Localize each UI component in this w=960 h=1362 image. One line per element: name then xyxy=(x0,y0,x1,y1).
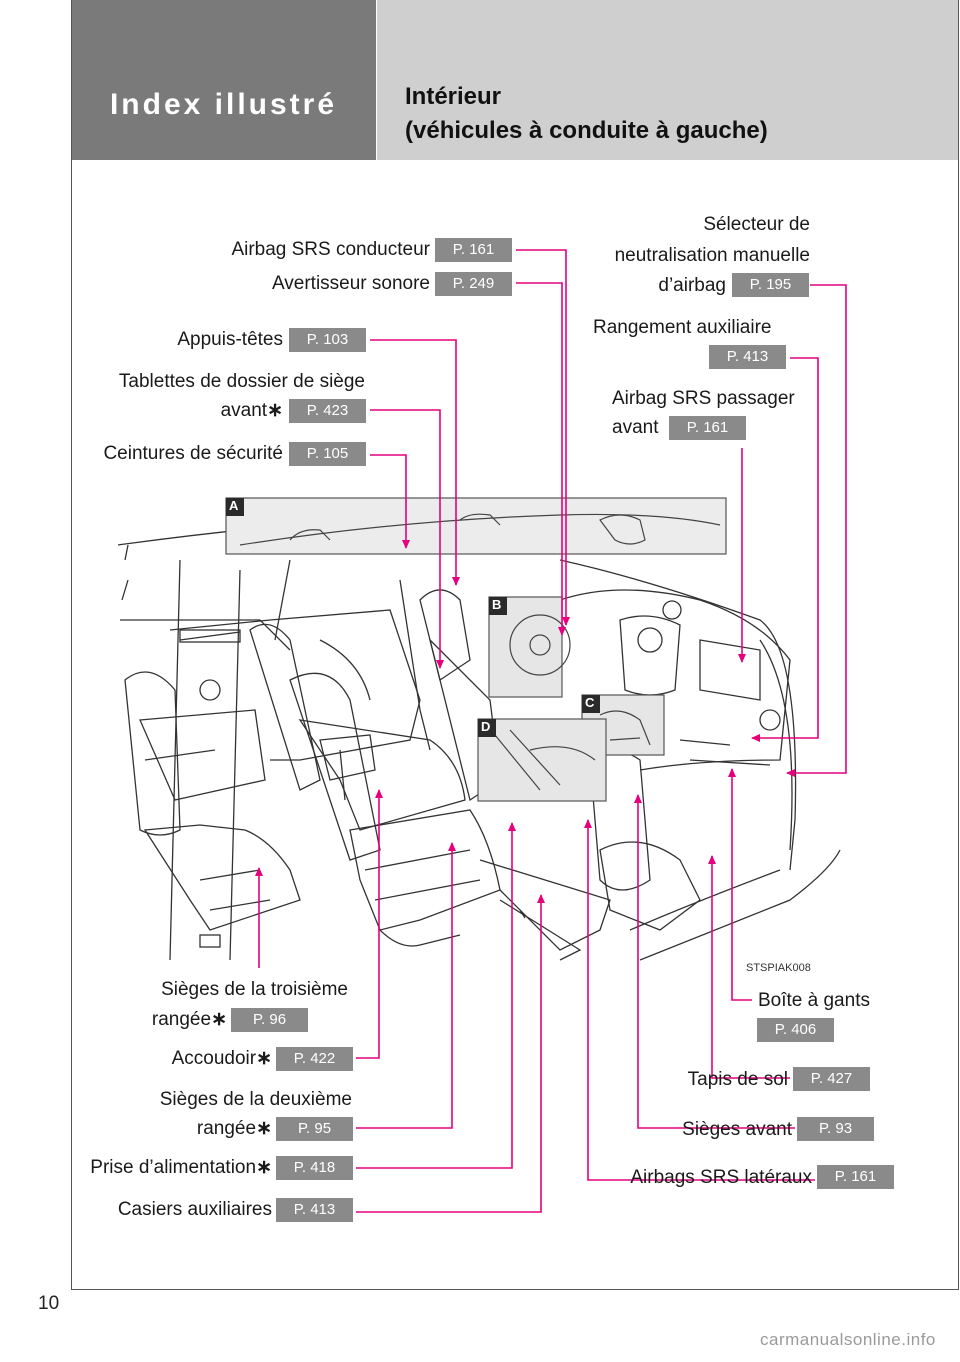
image-code: STSPIAK008 xyxy=(746,962,811,974)
leader-floor-mat xyxy=(708,855,790,1079)
label-horn: Avertisseur sonore xyxy=(271,273,430,294)
page-title-line2: (véhicules à conduite à gauche) xyxy=(405,117,768,144)
leader-lines xyxy=(255,249,847,1213)
label-second-row-1: Sièges de la deuxième xyxy=(159,1089,352,1110)
label-aux-boxes: Casiers auxiliaires xyxy=(117,1199,272,1220)
label-front-seats: Sièges avant xyxy=(682,1119,792,1140)
page-floor-mat[interactable]: P. 427 xyxy=(793,1067,870,1091)
inset-d-letter: D xyxy=(481,719,491,734)
page-third-row[interactable]: P. 96 xyxy=(231,1008,308,1032)
leader-aux-storage-front xyxy=(751,357,819,742)
page-seatback-tables[interactable]: P. 423 xyxy=(289,399,366,423)
watermark: carmanualsonline.info xyxy=(760,1330,936,1349)
inset-a xyxy=(225,497,727,555)
page-aux-boxes[interactable]: P. 413 xyxy=(276,1198,353,1222)
label-aux-storage-front: Rangement auxiliaire xyxy=(593,317,772,338)
inset-d xyxy=(477,718,607,802)
page-frame xyxy=(71,0,959,1290)
inset-b xyxy=(488,596,571,698)
page-title: Intérieur (véhicules à conduite à gauche… xyxy=(405,80,768,148)
page-armrest[interactable]: P. 422 xyxy=(276,1047,353,1071)
leader-side-airbags xyxy=(584,819,815,1181)
inset-c-letter: C xyxy=(585,695,595,710)
page-title-line1: Intérieur xyxy=(405,83,502,110)
label-airbag-passenger-2: avant xyxy=(612,417,659,438)
label-headrests: Appuis-têtes xyxy=(177,329,283,350)
inset-a-letter: A xyxy=(229,498,239,513)
label-side-airbags: Airbags SRS latéraux xyxy=(630,1167,812,1188)
header-title-band xyxy=(377,0,959,160)
leader-horn xyxy=(516,282,566,636)
leader-seatback-tables xyxy=(370,409,444,669)
leader-second-row xyxy=(356,842,456,1129)
label-power-outlet: Prise d’alimentation∗ xyxy=(90,1157,272,1178)
inset-b-letter: B xyxy=(492,597,502,612)
label-airbag-cutoff-3: d’airbag xyxy=(658,275,726,296)
label-armrest: Accoudoir∗ xyxy=(171,1048,272,1069)
label-airbag-driver: Airbag SRS conducteur xyxy=(231,239,430,260)
label-airbag-cutoff-1: Sélecteur de xyxy=(703,214,810,235)
page-second-row[interactable]: P. 95 xyxy=(276,1117,353,1141)
label-airbag-passenger-1: Airbag SRS passager xyxy=(612,388,795,409)
label-seatbelts: Ceintures de sécurité xyxy=(103,443,283,464)
leader-armrest xyxy=(356,789,383,1059)
label-floor-mat: Tapis de sol xyxy=(687,1069,788,1090)
label-seatback-tables-2: avant∗ xyxy=(220,400,283,421)
page-glovebox[interactable]: P. 406 xyxy=(757,1018,834,1042)
page-seatbelts[interactable]: P. 105 xyxy=(289,442,366,466)
page-airbag-driver[interactable]: P. 161 xyxy=(435,238,512,262)
label-glovebox: Boîte à gants xyxy=(758,990,870,1011)
label-third-row-2: rangée∗ xyxy=(151,1009,227,1030)
leader-glovebox xyxy=(728,768,752,1001)
page-front-seats[interactable]: P. 93 xyxy=(797,1117,874,1141)
page-power-outlet[interactable]: P. 418 xyxy=(276,1156,353,1180)
leader-power-outlet xyxy=(356,822,516,1169)
page-horn[interactable]: P. 249 xyxy=(435,272,512,296)
label-second-row-2: rangée∗ xyxy=(196,1118,272,1139)
page-airbag-passenger[interactable]: P. 161 xyxy=(669,416,746,440)
label-airbag-cutoff-2: neutralisation manuelle xyxy=(614,245,810,266)
leader-front-seats xyxy=(634,794,795,1129)
page-number: 10 xyxy=(38,1293,60,1314)
section-title: Index illustré xyxy=(109,88,338,121)
leader-aux-boxes xyxy=(356,894,545,1213)
leader-headrests xyxy=(370,339,460,586)
label-seatback-tables-1: Tablettes de dossier de siège xyxy=(118,371,365,392)
leader-seatbelts xyxy=(370,454,410,549)
page-side-airbags[interactable]: P. 161 xyxy=(817,1165,894,1189)
header-section-band xyxy=(71,0,376,160)
page-airbag-cutoff[interactable]: P. 195 xyxy=(732,273,809,297)
leader-airbag-cutoff xyxy=(786,284,847,777)
label-third-row-1: Sièges de la troisième xyxy=(161,979,348,1000)
leader-airbag-driver xyxy=(516,249,570,626)
page-headrests[interactable]: P. 103 xyxy=(289,328,366,352)
page-aux-storage-front[interactable]: P. 413 xyxy=(709,345,786,369)
